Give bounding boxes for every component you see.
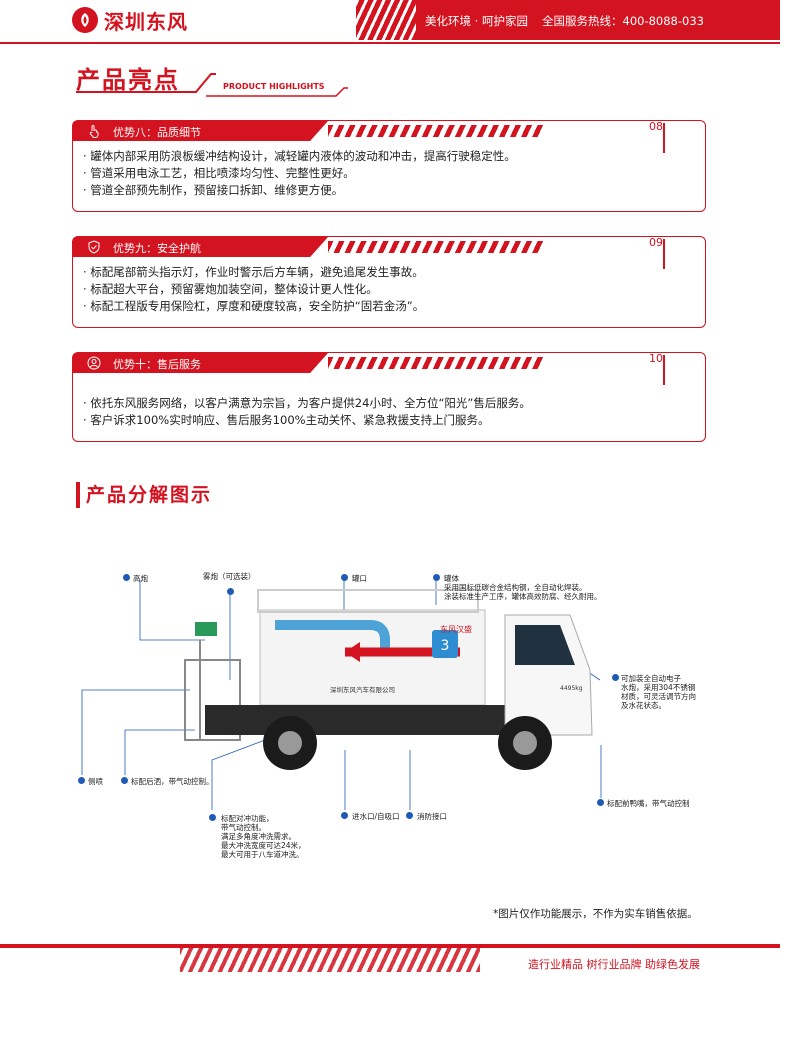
list-item: · 标配超大平台，预留雾炮加装空间，整体设计更人性化。: [83, 282, 378, 296]
number-bar: [663, 355, 665, 385]
advantage-tab: 优势九：安全护航: [73, 237, 328, 257]
callout-flush: 标配对冲功能， 带气动控制。 满足多角度冲洗需求。 最大冲洗宽度可达24米， 最…: [221, 814, 306, 859]
list-item: · 罐体内部采用防浪板缓冲结构设计，减轻罐内液体的波动和冲击，提高行驶稳定性。: [83, 149, 516, 163]
number-bar: [663, 239, 665, 269]
advantage-number: 08: [649, 120, 663, 133]
disclaimer-note: *图片仅作功能展示，不作为实车销售依据。: [493, 908, 698, 920]
callout-dot: [123, 574, 130, 581]
tab-hatching: [328, 357, 543, 369]
list-item: · 客户诉求100%实时响应、售后服务100%主动关怀、紧急救援支持上门服务。: [83, 413, 490, 427]
list-item: · 管道全部预先制作，预留接口拆卸、维修更方便。: [83, 183, 344, 197]
diagram-title: 产品分解图示: [86, 484, 213, 506]
callout-dot: [341, 812, 348, 819]
advantage-list: · 依托东风服务网络，以客户满意为宗旨，为客户提供24小时、全方位“阳光”售后服…: [83, 395, 531, 429]
advantage-box-10: 优势十：售后服务 10 · 依托东风服务网络，以客户满意为宗旨，为客户提供24小…: [72, 352, 706, 442]
svg-text:3: 3: [441, 638, 450, 654]
callout-dot: [121, 777, 128, 784]
heading-bar: [76, 482, 80, 508]
advantage-number: 10: [649, 352, 663, 365]
shield-check-icon: [88, 240, 100, 254]
callout-rear-sprinkle: 标配后洒，带气动控制。: [131, 777, 214, 786]
page-header: 深圳东风 美化环境 · 呵护家园 全国服务热线：400-8088-033: [0, 0, 800, 45]
header-rule: [0, 42, 780, 44]
truck-company: 深圳东风汽车有限公司: [330, 685, 395, 694]
highlights-heading: 产品亮点 PRODUCT HIGHLIGHTS: [76, 60, 348, 97]
truck-illustration: 3 深圳东风汽车有限公司 东风汉盛 4495kg: [81, 580, 602, 810]
header-slogan: 美化环境 · 呵护家园: [425, 14, 528, 28]
advantage-list: · 罐体内部采用防浪板缓冲结构设计，减轻罐内液体的波动和冲击，提高行驶稳定性。 …: [83, 148, 516, 199]
advantage-box-9: 优势九：安全护航 09 · 标配尾部箭头指示灯，作业时警示后方车辆，避免追尾发生…: [72, 236, 706, 328]
callout-dot: [227, 588, 234, 595]
callout-fire: 消防接口: [417, 812, 447, 821]
hand-touch-icon: [89, 125, 99, 138]
advantage-box-8: 优势八：品质细节 08 · 罐体内部采用防浪板缓冲结构设计，减轻罐内液体的波动和…: [72, 120, 706, 212]
number-bar: [663, 123, 665, 153]
page-footer: 造行业精品 树行业品牌 助绿色发展: [0, 944, 800, 974]
callout-side-spray: 侧喷: [88, 777, 103, 786]
advantage-label: 优势十：售后服务: [113, 358, 201, 371]
callout-high-cannon: 高炮: [133, 574, 148, 583]
truck-weight: 4495kg: [560, 685, 583, 692]
callout-dot: [406, 812, 413, 819]
callout-dot: [433, 574, 440, 581]
list-item: · 标配尾部箭头指示灯，作业时警示后方车辆，避免追尾发生事故。: [83, 265, 424, 279]
list-item: · 依托东风服务网络，以客户满意为宗旨，为客户提供24小时、全方位“阳光”售后服…: [83, 396, 531, 410]
list-item: · 标配工程版专用保险杠，厚度和硬度较高，安全防护“固若金汤”。: [83, 299, 425, 313]
callout-fog-cannon: 雾炮（可选装）: [203, 572, 256, 581]
advantage-list: · 标配尾部箭头指示灯，作业时警示后方车辆，避免追尾发生事故。 · 标配超大平台…: [83, 264, 424, 315]
callout-front-duck: 标配前鸭嘴，带气动控制: [607, 799, 690, 808]
heading-underline: [76, 73, 348, 97]
callout-dot: [612, 674, 619, 681]
highlights-title: 产品亮点: [76, 66, 180, 94]
advantage-number: 09: [649, 236, 663, 249]
advantage-label: 优势八：品质细节: [113, 126, 201, 139]
callout-dot: [209, 814, 216, 821]
list-item: · 管道采用电泳工艺，相比喷漆均匀性、完整性更好。: [83, 166, 355, 180]
header-hotline: 全国服务热线：400-8088-033: [542, 14, 704, 28]
truck-brand: 东风汉盛: [440, 624, 472, 634]
header-red-bar: [360, 0, 780, 40]
callout-front-cannon: 可加装全自动电子 水炮，采用304不锈钢 材质，可灵活调节方向 及水花状态。: [621, 674, 696, 710]
advantage-label: 优势九：安全护航: [113, 242, 201, 255]
dongfeng-logo-icon: [72, 7, 98, 33]
callout-dot: [341, 574, 348, 581]
highlights-subtitle: PRODUCT HIGHLIGHTS: [223, 82, 325, 91]
callout-tank-mouth: 罐口: [352, 574, 367, 583]
user-service-icon: [87, 356, 101, 370]
callout-tank: 罐体 采用国标低碳合金结构钢，全自动化焊装。 涂装标准生产工序，罐体高效防腐、经…: [444, 574, 602, 601]
tab-hatching: [328, 241, 543, 253]
advantage-tab: 优势八：品质细节: [73, 121, 328, 141]
callout-dot: [597, 799, 604, 806]
header-stripes: [356, 0, 416, 40]
brand-logo: 深圳东风: [72, 5, 188, 35]
tab-hatching: [328, 125, 543, 137]
footer-slogan: 造行业精品 树行业品牌 助绿色发展: [528, 958, 700, 971]
advantage-tab: 优势十：售后服务: [73, 353, 328, 373]
footer-stripes: [180, 946, 480, 972]
callout-dot: [78, 777, 85, 784]
callout-inlet: 进水口/自吸口: [352, 812, 400, 821]
brand-name: 深圳东风: [104, 9, 188, 34]
